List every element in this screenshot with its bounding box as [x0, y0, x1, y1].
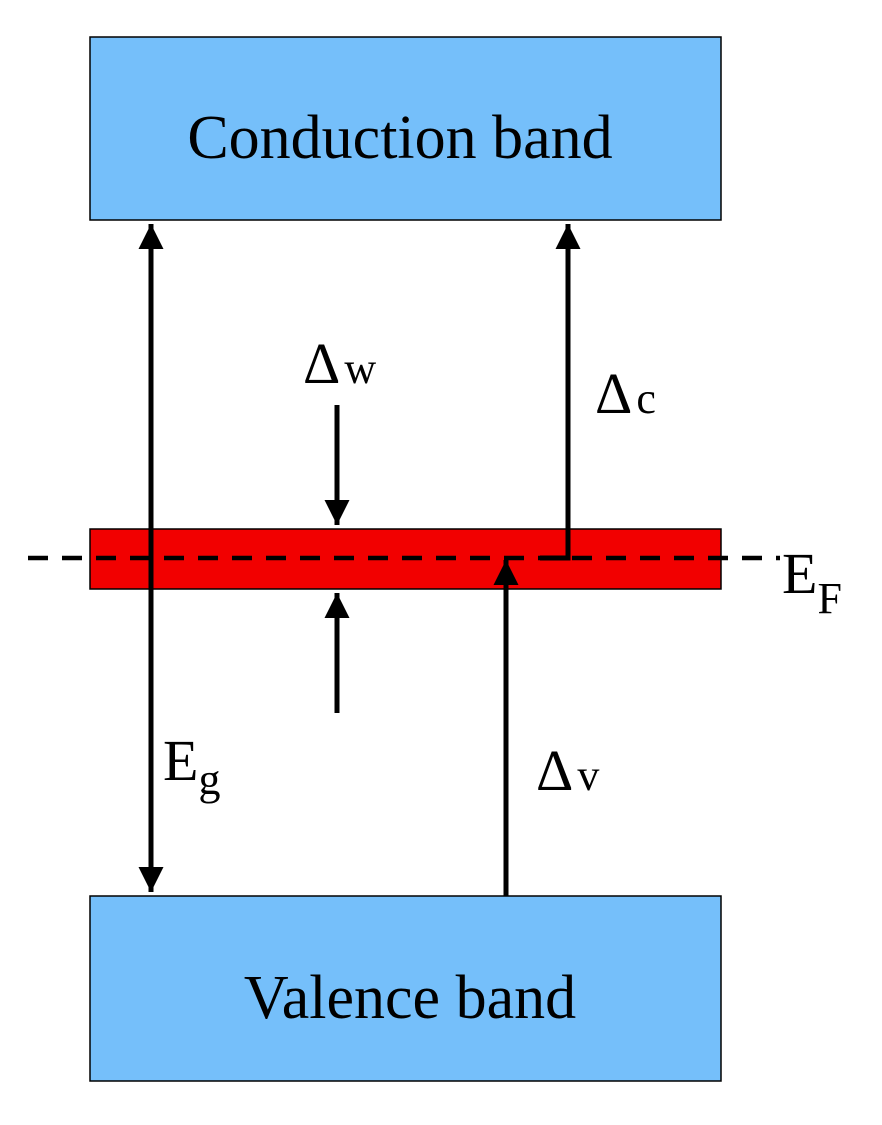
delta-c-symbol: Δ	[595, 361, 632, 426]
delta-v-label: Δv	[536, 738, 599, 803]
delta-w-symbol: Δ	[303, 331, 340, 396]
delta-v-subscript: v	[577, 751, 599, 800]
delta-c-subscript: c	[636, 374, 656, 423]
valence-band	[89, 895, 722, 1082]
fermi-level-subscript: F	[817, 574, 841, 623]
band-gap-subscript: g	[198, 755, 220, 804]
fermi-level-label: EF	[782, 541, 842, 623]
delta-w-subscript: w	[344, 344, 376, 393]
band-gap-symbol: E	[163, 728, 198, 793]
conduction-band-label: Conduction band	[187, 104, 612, 172]
fermi-level-symbol: E	[782, 541, 817, 606]
delta-v-symbol: Δ	[536, 738, 573, 803]
band-gap-label: Eg	[163, 728, 220, 804]
delta-c-arrow	[540, 224, 581, 561]
delta-c-label: Δc	[595, 361, 656, 426]
delta-w-label: Δw	[303, 331, 376, 396]
conduction-band	[89, 36, 722, 221]
valence-band-label: Valence band	[244, 964, 576, 1032]
